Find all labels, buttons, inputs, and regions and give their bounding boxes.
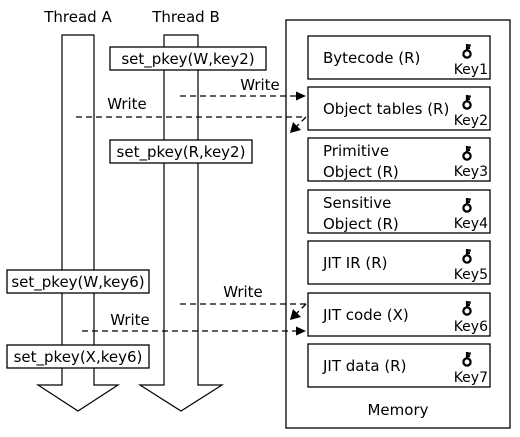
thread-a-arrow (35, 34, 121, 412)
call-box-b1: set_pkey(W,key2) (109, 46, 267, 71)
memory-region-box (307, 86, 491, 131)
write-arrow-a-to-object-tables: Write (76, 95, 307, 133)
key-icon (462, 146, 472, 161)
call-label: set_pkey(W,key6) (11, 273, 144, 292)
region-key-label: Key4 (454, 216, 488, 232)
region-label: JIT IR (R) (322, 254, 388, 272)
region-label: Object tables (R) (323, 100, 449, 118)
region-key-label: Key6 (454, 319, 488, 335)
memory-region-box (307, 137, 491, 182)
region-label: Sensitive (323, 194, 391, 212)
thread-a-label: Thread A (43, 8, 112, 26)
memory-region: Object tables (R) Key2 (307, 86, 491, 131)
call-box-a1: set_pkey(W,key6) (6, 269, 150, 294)
key-icon (462, 198, 472, 213)
write-label: Write (110, 311, 150, 329)
thread-b-label: Thread B (151, 8, 220, 26)
region-key-label: Key3 (454, 164, 488, 180)
memory-region-box (307, 292, 491, 337)
region-label: JIT data (R) (322, 357, 406, 375)
memory-region-box (307, 240, 491, 285)
region-label: Object (R) (323, 163, 399, 181)
memory-region: JIT data (R) Key7 (307, 343, 491, 388)
memory-region-box (307, 343, 491, 388)
write-arrow-b-to-jit-code: Write (180, 283, 307, 320)
call-label: set_pkey(X,key6) (14, 348, 143, 367)
write-arrow-a-to-jit-code: Write (82, 311, 306, 336)
memory-region-box (307, 35, 491, 80)
region-label: JIT code (X) (322, 306, 409, 324)
region-key-label: Key1 (454, 62, 488, 78)
region-key-label: Key5 (454, 267, 488, 283)
write-label: Write (107, 95, 147, 113)
key-icon (462, 44, 472, 59)
key-icon (462, 95, 472, 110)
memory-region: JIT IR (R) Key5 (307, 240, 491, 285)
region-key-label: Key7 (454, 370, 488, 386)
key-icon (462, 352, 472, 367)
call-box-b2: set_pkey(R,key2) (109, 139, 253, 164)
memory-label: Memory (367, 401, 428, 419)
thread-b-arrow (137, 34, 225, 412)
call-box-a2: set_pkey(X,key6) (6, 344, 150, 369)
memory-region: JIT code (X) Key6 (307, 292, 491, 337)
memory-region: Bytecode (R) Key1 (307, 35, 491, 80)
region-label: Primitive (323, 142, 389, 160)
call-label: set_pkey(W,key2) (121, 50, 254, 69)
write-label: Write (223, 283, 263, 301)
write-arrow-b-to-object-tables: Write (180, 76, 306, 101)
key-icon (462, 249, 472, 264)
region-label: Object (R) (323, 215, 399, 233)
region-label: Bytecode (R) (323, 49, 420, 67)
call-label: set_pkey(R,key2) (117, 143, 246, 162)
region-key-label: Key2 (454, 113, 488, 129)
write-label: Write (240, 76, 280, 94)
key-icon (462, 301, 472, 316)
memory-region-box (307, 189, 491, 234)
